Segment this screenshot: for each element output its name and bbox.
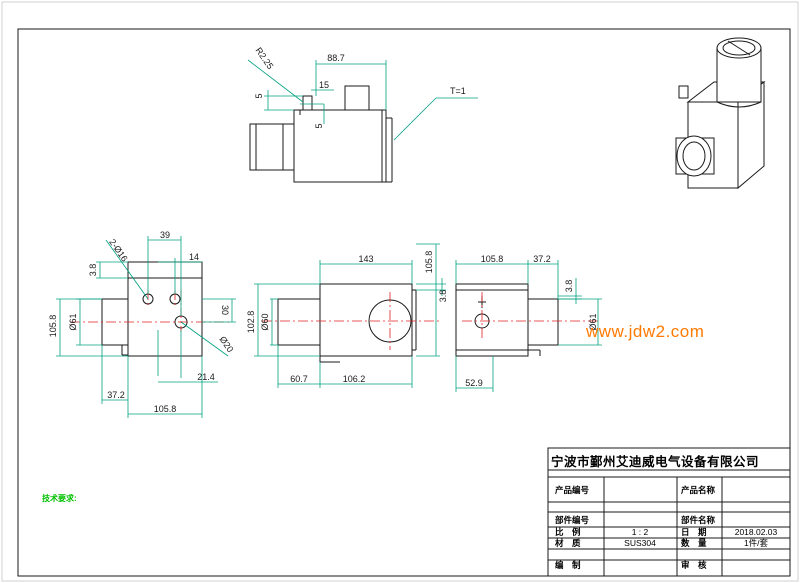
label-drawn: 编 制 [555, 560, 581, 570]
technical-requirements-label: 技术要求: [42, 494, 77, 503]
dim-top-5b: 5 [314, 123, 324, 128]
dim-left-39: 39 [160, 230, 170, 240]
dim-top-width: 88.7 [327, 53, 345, 63]
company-name: 宁波市鄞州艾迪威电气设备有限公司 [551, 455, 760, 469]
dim-top-thickness: T=1 [450, 86, 466, 96]
dim-left-30: 30 [220, 305, 230, 315]
watermark-url[interactable]: www.jdw2.com [586, 322, 705, 341]
dim-mid-phi60: Ø60 [260, 313, 270, 330]
right-view: 105.8 37.2 3.8 Ø61 52.9 [455, 254, 602, 392]
dim-left-21-4: 21.4 [197, 372, 215, 382]
dim-mid-105-8: 105.8 [424, 251, 434, 274]
dim-left-holes: 2-Ø16 [107, 237, 130, 263]
front-view: 143 105.8 3.8 102.8 Ø60 60.7 106.2 [246, 243, 448, 388]
dim-mid-60-7: 60.7 [290, 374, 308, 384]
dim-top-15: 15 [319, 80, 329, 90]
dim-mid-3-8: 3.8 [438, 290, 448, 303]
dim-right-phi61: Ø61 [588, 313, 598, 330]
label-part-code: 部件编号 [555, 515, 590, 525]
value-quantity: 1件/套 [744, 538, 769, 548]
dim-left-width: 105.8 [154, 404, 177, 414]
top-view: 88.7 15 5 5 R2.25 T=1 [247, 46, 478, 183]
title-block: 产品编号 产品名称 部件编号 部件名称 比 例 1 : 2 日 期 2018.0… [547, 447, 791, 577]
left-view: 39 14 2-Ø16 3.8 105.8 Ø61 30 Ø20 21.4 37… [48, 230, 236, 418]
dim-mid-102-8: 102.8 [246, 311, 256, 334]
label-scale: 比 例 [555, 527, 581, 537]
dim-left-phi20: Ø20 [217, 334, 235, 354]
label-material: 材 质 [554, 538, 581, 548]
value-scale: 1 : 2 [632, 527, 649, 537]
dim-top-5a: 5 [254, 93, 264, 98]
value-material: SUS304 [624, 538, 656, 548]
dim-left-phi61: Ø61 [68, 313, 78, 330]
dim-left-3-8: 3.8 [88, 264, 98, 277]
value-date: 2018.02.03 [735, 527, 778, 537]
isometric-view [675, 37, 766, 190]
dim-mid-106-2: 106.2 [343, 374, 366, 384]
label-date: 日 期 [681, 527, 707, 537]
label-product-code: 产品编号 [555, 485, 590, 495]
dim-left-37-2: 37.2 [107, 390, 125, 400]
dim-left-height: 105.8 [48, 315, 58, 338]
label-checked: 审 核 [681, 560, 707, 570]
dim-mid-143: 143 [358, 254, 373, 264]
dim-right-105-8: 105.8 [481, 254, 504, 264]
dim-right-37-2: 37.2 [533, 254, 551, 264]
dim-right-52-9: 52.9 [465, 378, 483, 388]
drawing-border [17, 28, 791, 577]
label-part-name: 部件名称 [681, 515, 716, 525]
dim-left-14: 14 [189, 252, 199, 262]
dim-right-3-8: 3.8 [564, 280, 574, 293]
label-quantity: 数 量 [681, 538, 707, 548]
label-product-name: 产品名称 [681, 485, 716, 495]
